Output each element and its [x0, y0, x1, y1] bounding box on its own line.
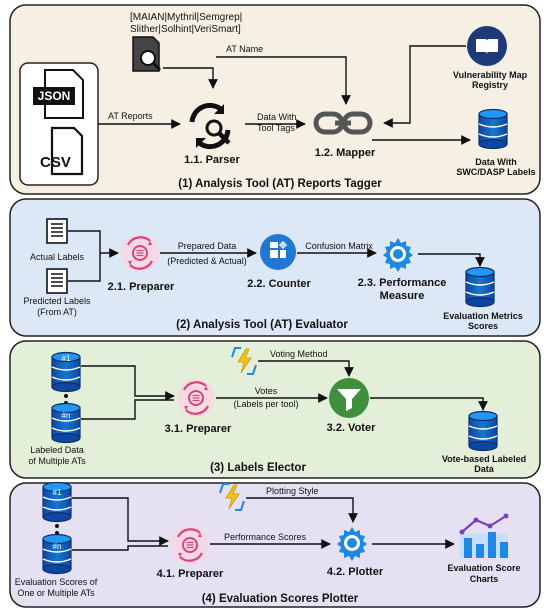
file-list-icon	[46, 268, 68, 294]
panel-evaluator: Actual Labels Predicted Labels (From AT)…	[9, 198, 541, 337]
tools-line-2: Slither|Solhint|VeriSmart]	[130, 24, 241, 35]
parser-label: 1.1. Parser	[184, 154, 240, 166]
search-document-icon	[132, 36, 162, 72]
actual-labels: Actual Labels	[30, 252, 85, 262]
voter-label: 3.2. Voter	[327, 422, 376, 434]
sync-search-icon	[189, 102, 231, 150]
edge-at-reports: AT Reports	[108, 111, 153, 121]
book-icon	[467, 26, 507, 66]
preparer-gear-icon	[175, 377, 217, 419]
edges-panel-4	[72, 497, 455, 551]
edge-plotting-style: Plotting Style	[266, 486, 319, 496]
preparer-label: 4.1. Preparer	[157, 568, 224, 580]
output-label-2: Data	[474, 464, 495, 474]
edge-perf-scores: Performance Scores	[224, 532, 307, 542]
bar-chart-icon	[459, 513, 509, 558]
database-icon	[51, 402, 81, 444]
preparer-label: 3.1. Preparer	[165, 423, 232, 435]
panel-scores-plotter: #1 #n Evaluation Scores of One or Multip…	[9, 481, 541, 608]
output-label-2: Charts	[470, 574, 499, 584]
predicted-labels-1: Predicted Labels	[23, 296, 91, 306]
db-badge-top: #1	[53, 488, 62, 497]
output-label-1: Vote-based Labeled	[442, 454, 526, 464]
preparer-gear-icon	[169, 524, 211, 566]
db-badge-bottom: #n	[62, 411, 71, 420]
output-label-2: SWC/DASP Labels	[456, 167, 535, 177]
edge-votes-1: Votes	[255, 386, 278, 396]
input-label-2: of Multiple ATs	[28, 456, 86, 466]
database-icon	[478, 108, 508, 150]
preparer-gear-icon	[119, 232, 161, 274]
edge-tool-tags-1: Data With	[257, 112, 297, 122]
edge-prepared-2: (Predicted & Actual)	[167, 256, 247, 266]
panel-labels-elector: #1 #n Labeled Data of Multiple ATs 3.1. …	[9, 340, 541, 479]
database-icon	[42, 533, 72, 575]
tools-line-1: [MAIAN|Mythril|Semgrep|	[130, 12, 242, 23]
output-label-2: Scores	[468, 321, 498, 331]
db-badge-bottom: #n	[53, 542, 62, 551]
edge-voting-method: Voting Method	[270, 349, 328, 359]
database-icon	[468, 410, 498, 452]
output-label-1: Evaluation Score	[447, 563, 520, 573]
counter-label: 2.2. Counter	[247, 278, 311, 290]
predicted-labels-2: (From AT)	[37, 307, 77, 317]
input-label-1: Evaluation Scores of	[15, 577, 98, 587]
panel-1-title: (1) Analysis Tool (AT) Reports Tagger	[178, 178, 382, 190]
edge-tool-tags-2: Tool Tags	[257, 123, 295, 133]
edge-at-name: AT Name	[226, 44, 263, 54]
panel-3-title: (3) Labels Elector	[210, 462, 306, 474]
db-badge-top: #1	[62, 354, 71, 363]
database-icon	[465, 266, 495, 308]
preparer-label: 2.1. Preparer	[108, 281, 175, 293]
counter-icon	[260, 234, 296, 270]
input-label-2: One or Multiple ATs	[17, 588, 95, 598]
edges-panel-1	[98, 45, 471, 145]
edge-prepared-1: Prepared Data	[178, 241, 237, 251]
json-file-icon: JSON	[33, 69, 84, 119]
edges-panel-2	[68, 230, 485, 282]
link-icon	[313, 111, 373, 135]
edges-panel-3	[81, 360, 488, 420]
panel-2-title: (2) Analysis Tool (AT) Evaluator	[176, 319, 348, 331]
plotter-label: 4.2. Plotter	[327, 566, 384, 578]
csv-label: CSV	[40, 154, 71, 171]
panel-reports-tagger: JSON CSV [MAIAN|Mythril|Semgrep| Slither…	[9, 4, 541, 195]
registry-label-1: Vulnerability Map	[453, 70, 528, 80]
panel-4-title: (4) Evaluation Scores Plotter	[202, 593, 359, 605]
output-label-1: Data With	[475, 157, 516, 167]
funnel-icon	[329, 378, 369, 418]
edge-votes-2: (Labels per tool)	[233, 399, 298, 409]
edge-confusion: Confusion Matrix	[305, 241, 373, 251]
json-label: JSON	[38, 89, 71, 103]
input-label-1: Labeled Data	[30, 445, 84, 455]
output-label-1: Evaluation Metrics	[443, 311, 523, 321]
perf-label-1: 2.3. Performance	[358, 277, 447, 289]
mapper-label: 1.2. Mapper	[315, 147, 376, 159]
csv-file-icon: CSV	[40, 126, 84, 176]
perf-label-2: Measure	[380, 290, 425, 302]
file-list-icon	[46, 218, 68, 244]
registry-label-2: Registry	[472, 80, 508, 90]
